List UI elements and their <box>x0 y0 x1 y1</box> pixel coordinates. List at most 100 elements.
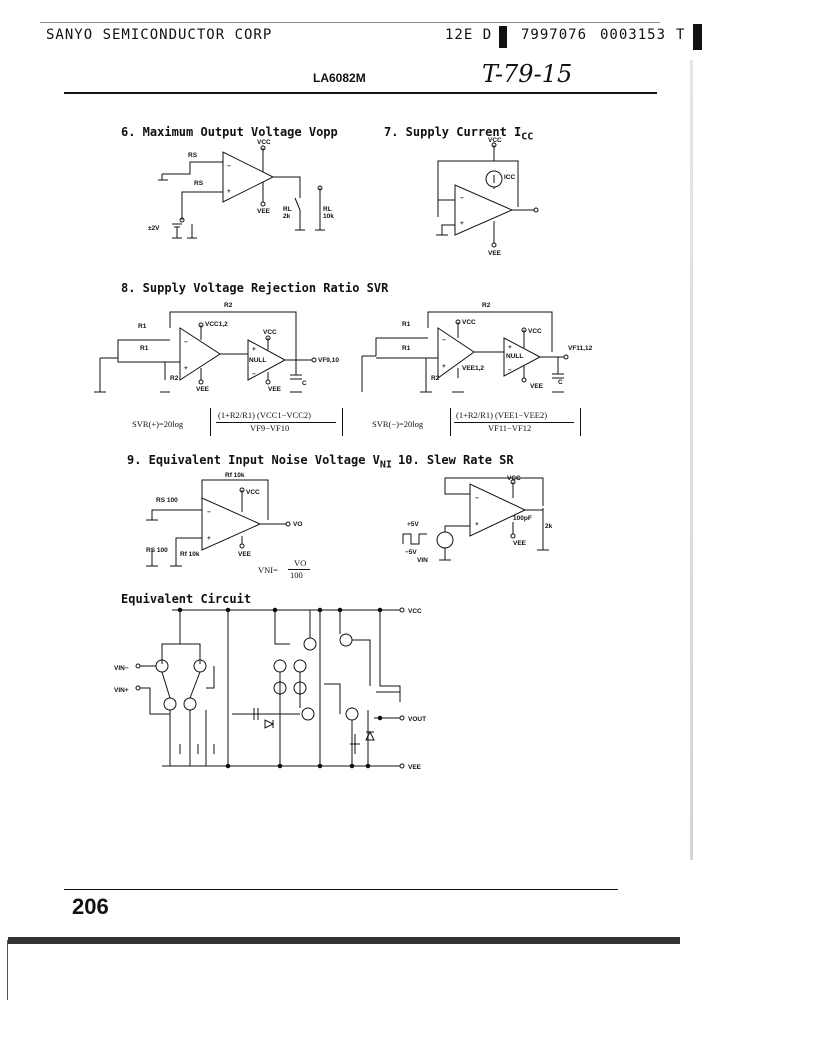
svg-text:VEE: VEE <box>196 386 210 393</box>
circuit-6-diagram: − + VCC VEE RS RS ±2V RL 2k RL 10k <box>148 139 334 239</box>
svg-text:+: + <box>207 535 211 542</box>
svg-text:Rf 10k: Rf 10k <box>225 472 245 479</box>
svg-text:−: − <box>508 367 512 374</box>
svg-text:RS 100: RS 100 <box>156 497 178 504</box>
svg-text:−: − <box>227 163 231 170</box>
svg-text:C: C <box>558 379 563 386</box>
top-rule <box>40 22 660 23</box>
svg-text:+: + <box>460 220 464 227</box>
circuit-8b-diagram: R2 R1 R1 − + VCC VEE1,2 R2 NULL + − VCC VE… <box>361 302 593 393</box>
svg-text:VCC: VCC <box>246 489 260 496</box>
svg-text:−5V: −5V <box>405 549 417 556</box>
section-9-title: 9. Equivalent Input Noise Voltage VNI <box>127 453 392 471</box>
svg-text:−: − <box>442 337 446 344</box>
header-code: 12E D <box>445 27 493 43</box>
part-number: LA6082M <box>313 71 366 85</box>
scan-edge-line <box>7 940 8 1000</box>
header-ref2: 0003153 <box>600 27 667 43</box>
svg-text:+: + <box>252 346 256 353</box>
scan-right-edge <box>690 60 693 860</box>
svg-text:VEE: VEE <box>238 551 252 558</box>
svg-text:R1: R1 <box>138 323 147 330</box>
circuit-8a-diagram: R2 R1 R1 − + VCC1,2 VEE R2 NULL + − VCC VE… <box>94 302 339 393</box>
svg-text:−: − <box>207 509 211 516</box>
handwritten-ref: T-79-15 <box>482 60 573 88</box>
svg-text:R1: R1 <box>402 345 411 352</box>
svg-text:R1: R1 <box>402 321 411 328</box>
circuit-7-diagram: VCC ICC − + VEE <box>436 137 539 257</box>
circuit-9-diagram: Rf 10k RS 100 − + VCC VEE VO RS 100 Rf 10… <box>146 472 302 567</box>
svg-text:RS: RS <box>188 152 198 159</box>
svg-text:R2: R2 <box>224 302 233 309</box>
svg-text:VCC: VCC <box>528 328 542 335</box>
svg-text:+: + <box>227 188 231 195</box>
svg-text:−: − <box>460 195 464 202</box>
page-number: 206 <box>72 894 109 919</box>
svg-text:+: + <box>508 344 512 351</box>
svg-text:NULL: NULL <box>506 353 523 360</box>
header-rule <box>64 92 657 94</box>
company-name: SANYO SEMICONDUCTOR CORP <box>46 27 273 43</box>
svg-text:10k: 10k <box>323 213 334 220</box>
svg-text:100pF: 100pF <box>513 515 532 522</box>
svg-text:VCC: VCC <box>462 319 476 326</box>
svg-text:C: C <box>302 380 307 387</box>
svg-text:2k: 2k <box>283 213 291 220</box>
svg-text:NULL: NULL <box>249 357 266 364</box>
svg-text:VIN−: VIN− <box>114 665 129 672</box>
svg-text:VOUT: VOUT <box>408 716 426 723</box>
svg-text:+: + <box>442 363 446 370</box>
svg-text:RL: RL <box>323 206 332 213</box>
svg-text:RS 100: RS 100 <box>146 547 168 554</box>
svg-text:+5V: +5V <box>407 521 419 528</box>
svg-text:Rf 10k: Rf 10k <box>180 551 200 558</box>
svg-text:RL: RL <box>283 206 292 213</box>
svg-text:VCC: VCC <box>263 329 277 336</box>
header-mark-2 <box>693 24 702 50</box>
svg-text:−: − <box>252 371 256 378</box>
svg-text:VEE: VEE <box>268 386 282 393</box>
svg-text:VEE: VEE <box>488 250 502 257</box>
header-mark <box>499 26 507 48</box>
svg-text:R1: R1 <box>140 345 149 352</box>
svg-text:2k: 2k <box>545 523 553 530</box>
svr-plus-formula: SVR(+)=20log (1+R2/R1) (VCC1−VCC2) VF9−V… <box>132 408 347 438</box>
svg-text:±2V: ±2V <box>148 225 160 232</box>
footer-rule <box>64 889 618 890</box>
svr-minus-formula: SVR(−)=20log (1+R2/R1) (VEE1−VEE2) VF11−… <box>372 408 587 438</box>
section-6-title: 6. Maximum Output Voltage Vopp <box>121 125 338 139</box>
svg-text:VEE: VEE <box>513 540 527 547</box>
svg-text:VO: VO <box>293 521 302 528</box>
section-8-title: 8. Supply Voltage Rejection Ratio SVR <box>121 281 389 295</box>
section-7-title: 7. Supply Current ICC <box>384 125 534 143</box>
svg-text:R2: R2 <box>170 375 179 382</box>
circuit-10-diagram: VCC −+ VEE 100pF 2k +5V −5V VIN <box>402 475 553 564</box>
svg-text:VEE: VEE <box>408 764 422 771</box>
svg-text:VCC: VCC <box>488 137 502 144</box>
svg-text:VCC: VCC <box>257 139 271 146</box>
section-10-title: 10. Slew Rate SR <box>398 453 514 467</box>
svg-text:VCC1,2: VCC1,2 <box>205 321 228 328</box>
svg-text:+: + <box>475 521 479 528</box>
vni-formula: VNI= VO 100 <box>258 558 318 584</box>
svg-text:−: − <box>475 495 479 502</box>
svg-text:VCC: VCC <box>408 608 422 615</box>
svg-text:VF9,10: VF9,10 <box>318 357 339 364</box>
svg-text:VIN+: VIN+ <box>114 687 129 694</box>
scan-band <box>8 937 680 944</box>
svg-text:VEE1,2: VEE1,2 <box>462 365 484 372</box>
svg-text:+: + <box>184 365 188 372</box>
svg-text:VEE: VEE <box>530 383 544 390</box>
svg-text:R2: R2 <box>431 375 440 382</box>
svg-text:ICC: ICC <box>504 174 516 181</box>
svg-text:RS: RS <box>194 180 204 187</box>
equivalent-circuit-title: Equivalent Circuit <box>121 592 252 606</box>
equivalent-circuit-diagram: VCC VEE VIN− VIN+ VOUT <box>114 607 426 771</box>
header-ref1: 7997076 <box>521 27 588 43</box>
svg-text:−: − <box>184 339 188 346</box>
svg-text:VF11,12: VF11,12 <box>568 345 593 352</box>
header-ref3: T <box>676 27 686 43</box>
svg-text:R2: R2 <box>482 302 491 309</box>
svg-text:VIN: VIN <box>417 557 428 564</box>
svg-text:VEE: VEE <box>257 208 271 215</box>
